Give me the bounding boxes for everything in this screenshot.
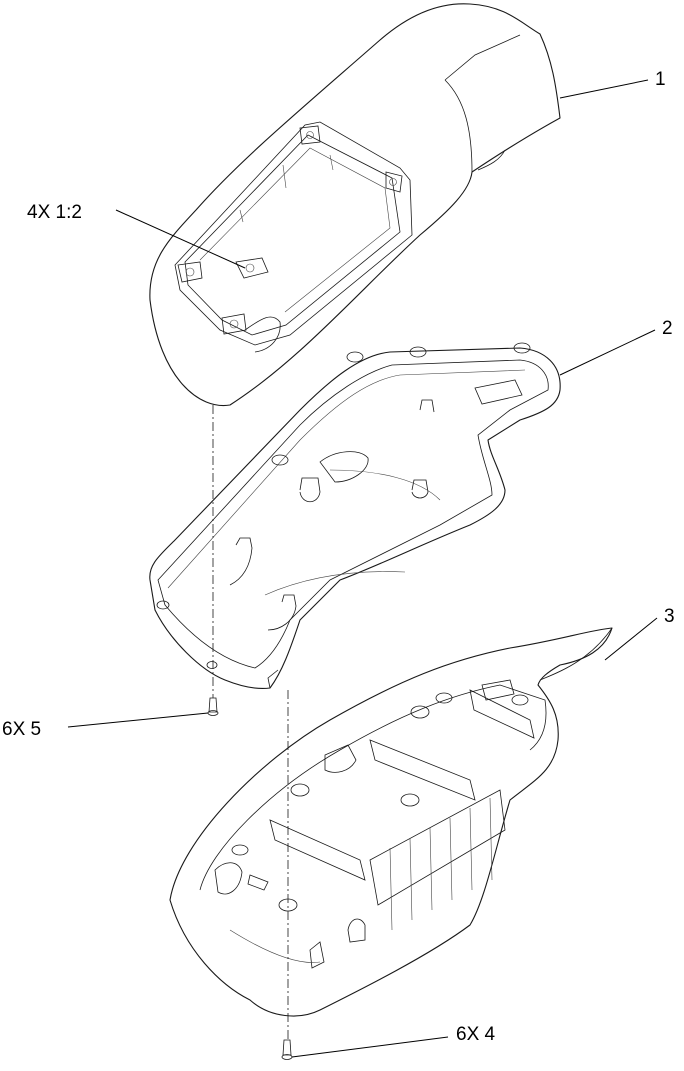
leader-part-1 xyxy=(559,79,649,99)
screw-part-5 xyxy=(207,697,219,716)
callout-clip: 4X 1:2 xyxy=(27,202,82,223)
callout-part-1: 1 xyxy=(655,69,666,90)
leader-screw-4 xyxy=(291,1036,449,1058)
callout-screw-5: 6X 5 xyxy=(2,719,41,740)
screw-part-4 xyxy=(281,1039,293,1060)
part-3-bottom-housing xyxy=(169,627,613,1017)
callout-screw-4: 6X 4 xyxy=(456,1024,496,1045)
leader-clip xyxy=(115,209,246,269)
callout-part-3: 3 xyxy=(664,606,675,627)
callout-part-2: 2 xyxy=(662,318,673,339)
leader-part-2 xyxy=(559,329,656,376)
clip-part-4x xyxy=(177,125,403,335)
part-1-top-cover xyxy=(149,3,561,407)
leader-screw-5 xyxy=(67,712,209,728)
leader-part-3 xyxy=(604,617,658,661)
part-2-middle-frame xyxy=(149,342,561,690)
